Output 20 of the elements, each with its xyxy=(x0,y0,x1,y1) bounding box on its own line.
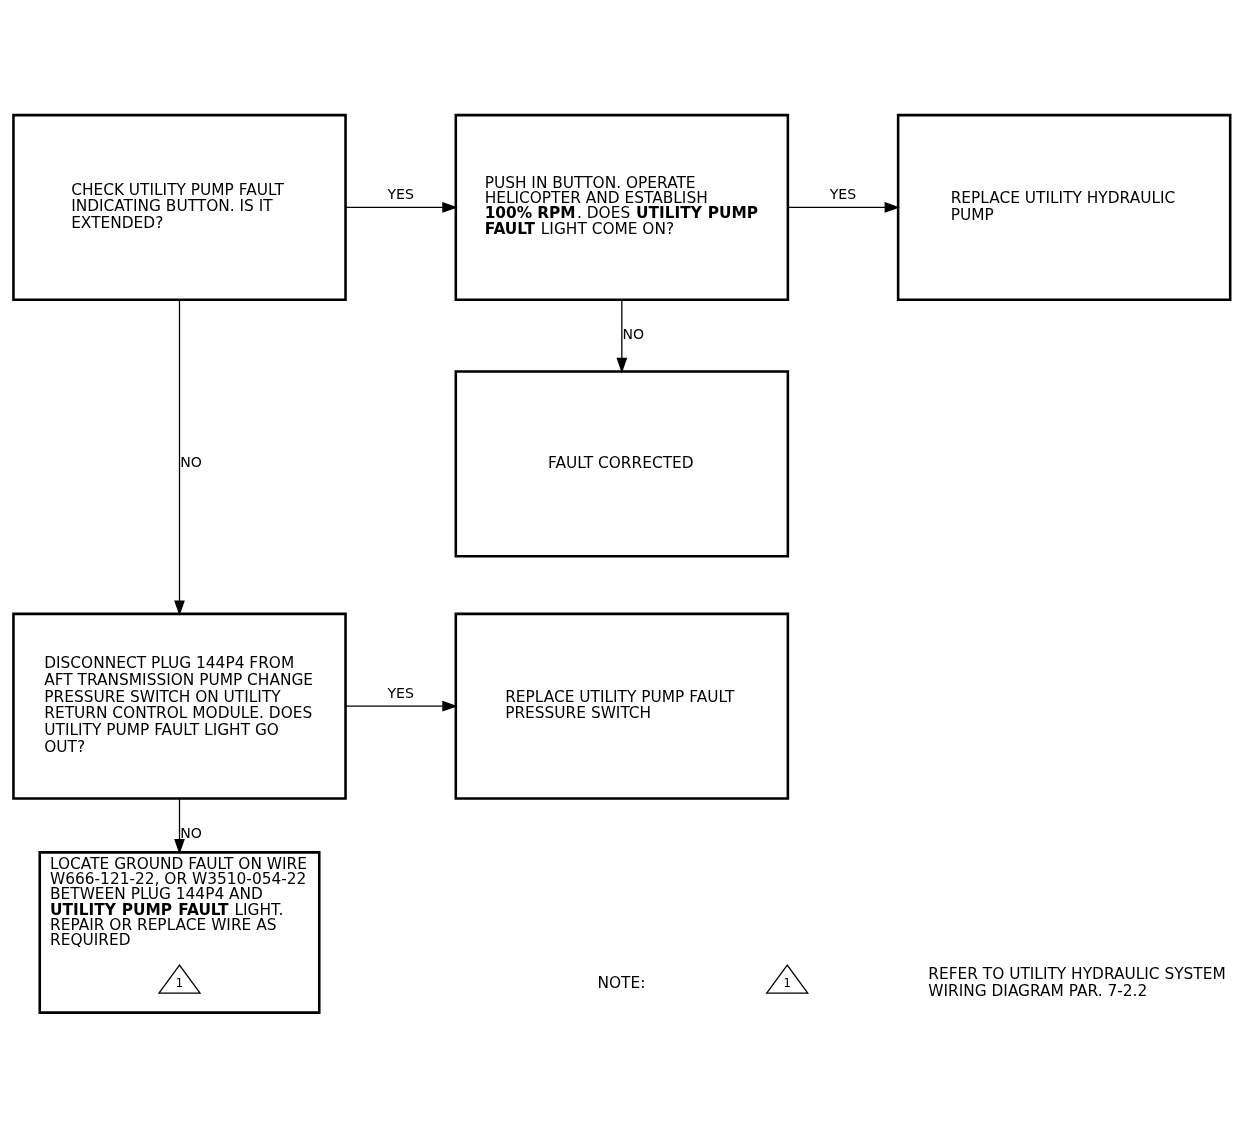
edge-label: YES xyxy=(829,185,857,202)
edge-label: YES xyxy=(387,684,414,701)
node-box: FAULT CORRECTED xyxy=(454,369,790,557)
edge-label: NO xyxy=(180,453,202,470)
edge-label: NO xyxy=(622,325,645,342)
label: NOTE: xyxy=(597,973,646,992)
arrow xyxy=(787,201,901,213)
arrow xyxy=(174,797,185,854)
label: REFER TO UTILITY HYDRAULIC SYSTEM WIRING DIAGRAM PAR. 7-2.2 xyxy=(928,964,1226,1000)
edge-label: YES xyxy=(387,185,414,202)
arrow xyxy=(174,299,185,616)
edge-label: NO xyxy=(180,824,202,841)
node-box: REPLACE UTILITY PUMP FAULT PRESSURE SWITCH xyxy=(454,612,790,800)
node-box: DISCONNECT PLUG 144P4 FROM AFT TRANSMISSION PUMP CHANGE PRESSURE SWITCH ON UTILITY RETURN CONTROL MODULE. DOES UTILITY PUMP FAULT LIGHT GO OUT? xyxy=(12,612,347,800)
arrow xyxy=(345,700,458,712)
arrow xyxy=(616,298,628,373)
node-box: REPLACE UTILITY HYDRAULIC PUMP xyxy=(896,113,1232,301)
arrow xyxy=(345,201,458,213)
node-box: PUSH IN BUTTON. OPERATE HELICOPTER AND ESTABLISH 100% RPM. DOES UTILITY PUMP FAULT LIGHT COME ON? xyxy=(454,113,790,301)
node-box: CHECK UTILITY PUMP FAULT INDICATING BUTTON. IS IT EXTENDED? xyxy=(12,113,347,301)
